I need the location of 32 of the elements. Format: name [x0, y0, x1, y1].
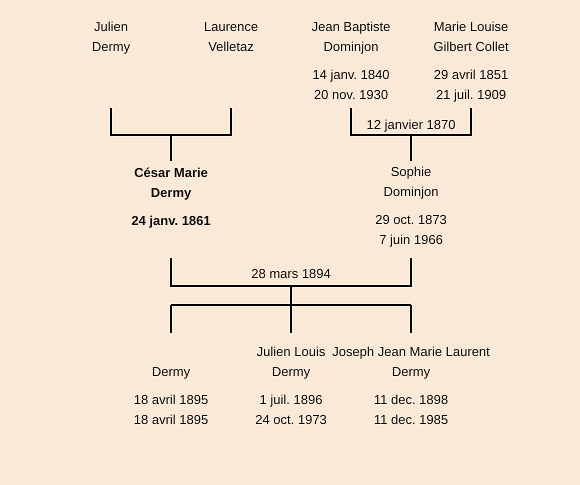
family-line	[170, 305, 172, 333]
person-name: Marie Louise Gilbert Collet	[433, 19, 509, 54]
family-line	[170, 135, 172, 161]
date-text: 18 avril 1895	[134, 392, 208, 407]
date-text: 29 oct. 1873	[375, 212, 447, 227]
date-text: 21 juil. 1909	[436, 87, 506, 102]
person-name: Julien Dermy	[92, 19, 130, 54]
date-text: 24 janv. 1861	[131, 213, 211, 228]
person-name: Dermy	[152, 364, 190, 379]
family-line	[410, 135, 412, 161]
family-line	[171, 108, 232, 136]
date-text: 29 avril 1851	[434, 67, 508, 82]
date-text: 7 juin 1966	[379, 232, 443, 247]
date-text: 1 juil. 1896	[260, 392, 322, 407]
person-name: Sophie Dominjon	[384, 164, 438, 199]
date-text: 11 dec. 1898	[374, 392, 448, 407]
person-name: Joseph Jean Marie Laurent Dermy	[332, 344, 490, 379]
person-name: Jean Baptiste Dominjon	[312, 19, 390, 54]
family-line	[410, 305, 412, 333]
person-name: César Marie Dermy	[134, 165, 208, 200]
person-name: Julien Louis Dermy	[256, 344, 326, 379]
family-line	[411, 108, 472, 136]
date-text: 24 oct. 1973	[255, 412, 327, 427]
date-text: 18 avril 1895	[134, 412, 208, 427]
family-line	[110, 108, 171, 136]
date-text: 20 nov. 1930	[314, 87, 388, 102]
person-name: Laurence Velletaz	[204, 19, 258, 54]
edge-label: 12 janvier 1870	[364, 117, 458, 133]
family-line	[350, 108, 411, 136]
date-text: 11 dec. 1985	[374, 412, 448, 427]
date-text: 14 janv. 1840	[312, 67, 390, 82]
family-line	[170, 258, 292, 306]
